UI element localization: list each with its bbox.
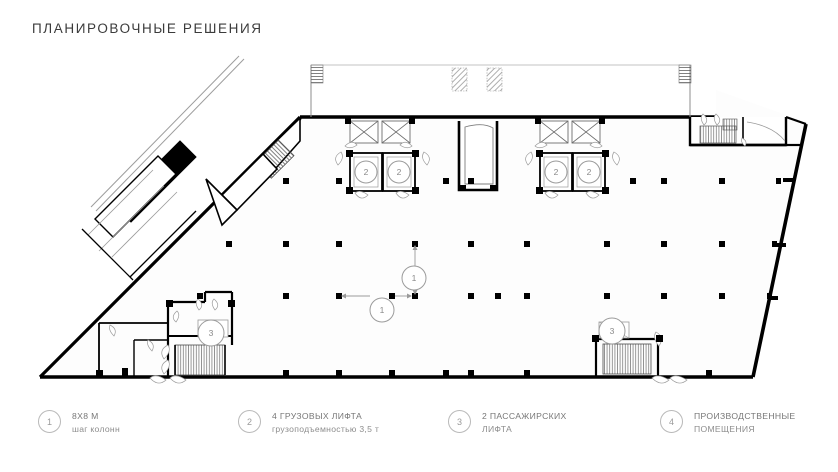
stair-flight-bottom-right (602, 343, 652, 375)
plan-marker-m2: 1 (369, 297, 395, 323)
legend-item-3-line1: 2 ПАССАЖИРСКИХ (482, 411, 567, 421)
left-diagonal-wing (81, 55, 302, 281)
stair-core-top-right (688, 113, 807, 147)
wing-lower-block (94, 155, 177, 238)
legend-text-4: ПРОИЗВОДСТВЕННЫЕ ПОМЕЩЕНИЯ (694, 408, 796, 435)
legend-item-2-line2: грузоподъемностью 3,5 т (272, 423, 380, 434)
legend-marker-1: 1 (38, 410, 61, 433)
dock-shaft-1 (451, 67, 468, 92)
column-grid (122, 178, 793, 377)
plan-legend: 1 8X8 М шаг колонн 2 4 ГРУЗОВЫХ ЛИФТА гр… (0, 404, 838, 460)
legend-item-4-line2: ПОМЕЩЕНИЯ (694, 423, 755, 434)
legend-text-2: 4 ГРУЗОВЫХ ЛИФТА грузоподъемностью 3,5 т (272, 408, 379, 435)
plan-marker-label: 3 (209, 328, 214, 338)
legend-item-2-line1: 4 ГРУЗОВЫХ ЛИФТА (272, 411, 363, 421)
legend-item-2: 2 4 ГРУЗОВЫХ ЛИФТА грузоподъемностью 3,5… (238, 408, 379, 435)
plan-marker-label: 3 (610, 326, 615, 336)
page-title: ПЛАНИРОВОЧНЫЕ РЕШЕНИЯ (32, 21, 263, 36)
legend-marker-2: 2 (238, 410, 261, 433)
legend-item-4: 4 ПРОИЗВОДСТВЕННЫЕ ПОМЕЩЕНИЯ (660, 408, 796, 435)
legend-text-1: 8X8 М шаг колонн (72, 408, 120, 435)
plan-marker-label: 2 (554, 167, 559, 177)
plan-marker-m5: 2 (544, 160, 568, 184)
plan-marker-label: 1 (380, 305, 385, 315)
wing-room-3 (205, 178, 239, 227)
central-shaft (457, 121, 499, 192)
legend-item-3-line2: ЛИФТА (482, 423, 513, 434)
legend-item-1-line1: 8X8 М (72, 411, 99, 421)
plan-marker-m3: 2 (354, 160, 378, 184)
wall-right-slanted (751, 123, 808, 378)
legend-marker-4: 4 (660, 410, 683, 433)
ramp-hatch-left (310, 64, 324, 84)
dock-shaft-2 (486, 67, 503, 92)
legend-item-1-line2: шаг колонн (72, 423, 121, 434)
ramp-hatch-right (678, 64, 692, 84)
dimension-markers (341, 245, 418, 299)
legend-item-4-line1: ПРОИЗВОДСТВЕННЫЕ (694, 411, 796, 421)
plan-marker-m7: 3 (197, 319, 225, 347)
legend-text-3: 2 ПАССАЖИРСКИХ ЛИФТА (482, 408, 567, 435)
plan-marker-m4: 2 (387, 160, 411, 184)
legend-item-3: 3 2 ПАССАЖИРСКИХ ЛИФТА (448, 408, 567, 435)
stair-flight-bottom-left (174, 344, 226, 376)
plan-marker-m8: 3 (598, 317, 626, 345)
legend-item-1: 1 8X8 М шаг колонн (38, 408, 120, 435)
plan-marker-label: 1 (412, 273, 417, 283)
floor-plan-drawing: 1 1 2 2 2 2 3 (38, 55, 808, 384)
plan-marker-label: 2 (364, 167, 369, 177)
plan-marker-label: 2 (397, 167, 402, 177)
plan-marker-m6: 2 (577, 160, 601, 184)
legend-marker-3: 3 (448, 410, 471, 433)
plan-marker-label: 2 (587, 167, 592, 177)
loading-canopy (310, 64, 692, 117)
plan-reference-markers: 1 1 2 2 2 2 3 (197, 160, 626, 347)
plan-marker-m1: 1 (401, 265, 427, 291)
